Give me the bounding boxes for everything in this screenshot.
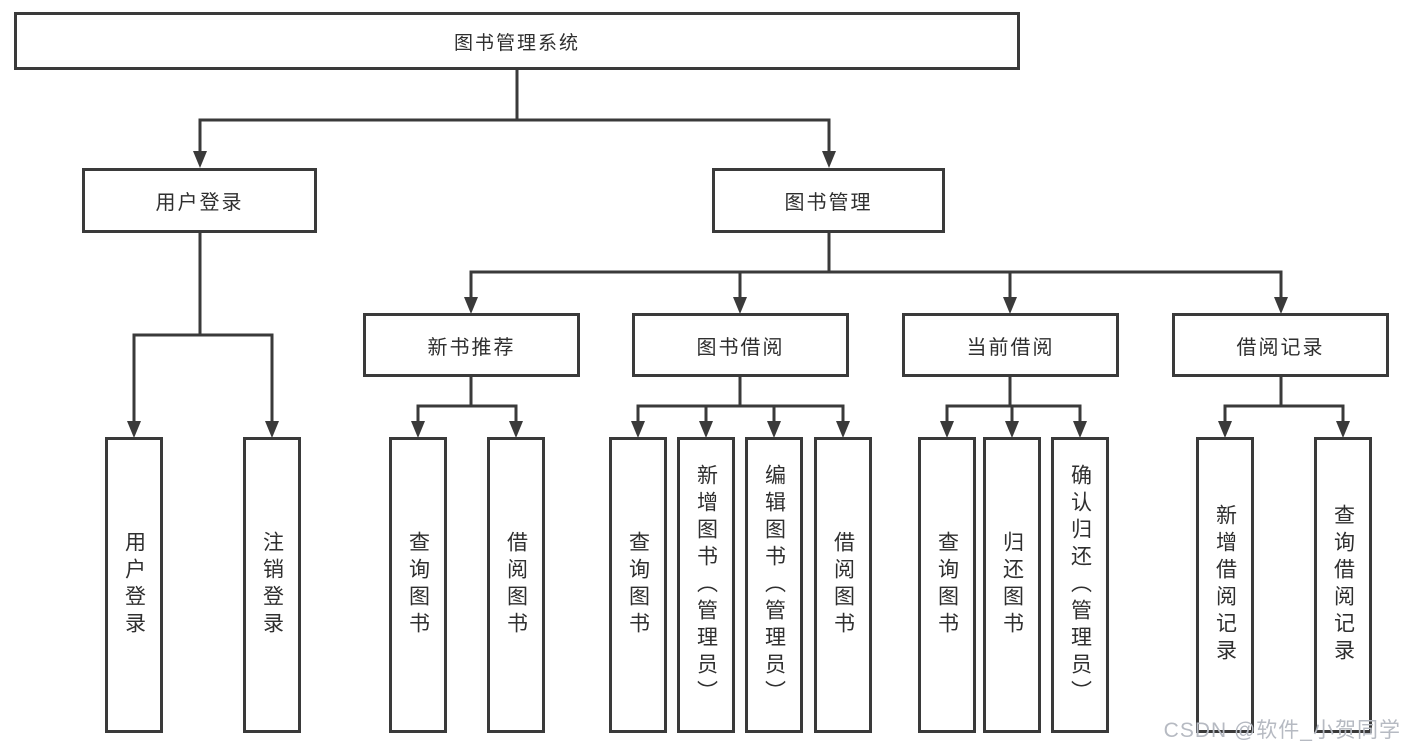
leaf-recommend-borrow-books: 借阅图书: [487, 437, 545, 733]
csdn-watermark: CSDN @软件_小贺同学: [1163, 719, 1401, 742]
arrowhead-current-borrow: [1003, 297, 1017, 314]
arrowhead-new-book: [464, 297, 478, 314]
node-book-management: 图书管理: [712, 168, 945, 233]
leaf-borrow-borrow-books: 借阅图书: [814, 437, 872, 733]
arrowhead-recommend-query: [411, 421, 425, 438]
leaf-user-login: 用户登录: [105, 437, 163, 733]
node-book-borrow: 图书借阅: [632, 313, 849, 377]
leaf-current-confirm-return-admin: 确认归还（管理员）: [1051, 437, 1109, 733]
arrowhead-borrow-edit: [767, 421, 781, 438]
arrowhead-recommend-borrow: [509, 421, 523, 438]
arrowhead-user-login: [193, 151, 207, 168]
leaf-borrow-query-books: 查询图书: [609, 437, 667, 733]
leaf-records-query-record: 查询借阅记录: [1314, 437, 1372, 733]
leaf-current-return-books: 归还图书: [983, 437, 1041, 733]
node-new-book-recommend: 新书推荐: [363, 313, 580, 377]
arrowhead-borrow-records: [1274, 297, 1288, 314]
arrowhead-records-query: [1336, 421, 1350, 438]
arrowhead-borrow-query: [631, 421, 645, 438]
leaf-borrow-edit-books-admin: 编辑图书（管理员）: [745, 437, 803, 733]
arrowhead-current-return: [1005, 421, 1019, 438]
node-current-borrow: 当前借阅: [902, 313, 1119, 377]
node-user-login: 用户登录: [82, 168, 317, 233]
node-borrow-records: 借阅记录: [1172, 313, 1389, 377]
leaf-records-add-record: 新增借阅记录: [1196, 437, 1254, 733]
arrowhead-borrow-borrow: [836, 421, 850, 438]
leaf-recommend-query-books: 查询图书: [389, 437, 447, 733]
leaf-current-query-books: 查询图书: [918, 437, 976, 733]
arrowhead-borrow-add: [699, 421, 713, 438]
node-root: 图书管理系统: [14, 12, 1020, 70]
leaf-borrow-add-books-admin: 新增图书（管理员）: [677, 437, 735, 733]
arrowhead-current-confirm: [1073, 421, 1087, 438]
leaf-logout: 注销登录: [243, 437, 301, 733]
arrowhead-book-borrow: [733, 297, 747, 314]
arrowhead-records-add: [1218, 421, 1232, 438]
arrowhead-book-mgmt: [822, 151, 836, 168]
arrowhead-leaf-user-login: [127, 421, 141, 438]
arrowhead-leaf-logout: [265, 421, 279, 438]
arrowhead-current-query: [940, 421, 954, 438]
